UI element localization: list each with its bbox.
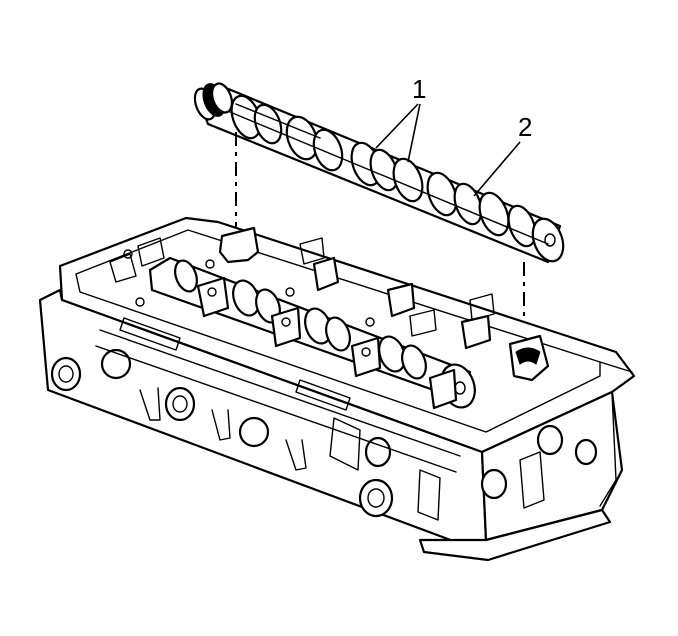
callout-1-leader-a — [375, 103, 419, 149]
callout-2-leader — [473, 141, 521, 197]
callout-1-label: 1 — [412, 74, 426, 104]
camshaft — [193, 82, 565, 264]
cylinder-head — [38, 216, 636, 562]
installed-camshaft — [148, 256, 476, 409]
callout-2: 2 — [473, 112, 532, 197]
camshaft-rear-end — [531, 217, 565, 263]
camshaft-front-nose — [193, 82, 233, 121]
valve-train — [109, 237, 495, 411]
callout-1: 1 — [375, 74, 426, 163]
callout-1-leader-b — [407, 103, 421, 163]
bearing-caps — [218, 226, 550, 382]
cap-bolts — [123, 249, 458, 410]
ports — [50, 348, 598, 518]
callout-2-label: 2 — [518, 112, 532, 142]
camshaft-lobes — [230, 94, 537, 248]
